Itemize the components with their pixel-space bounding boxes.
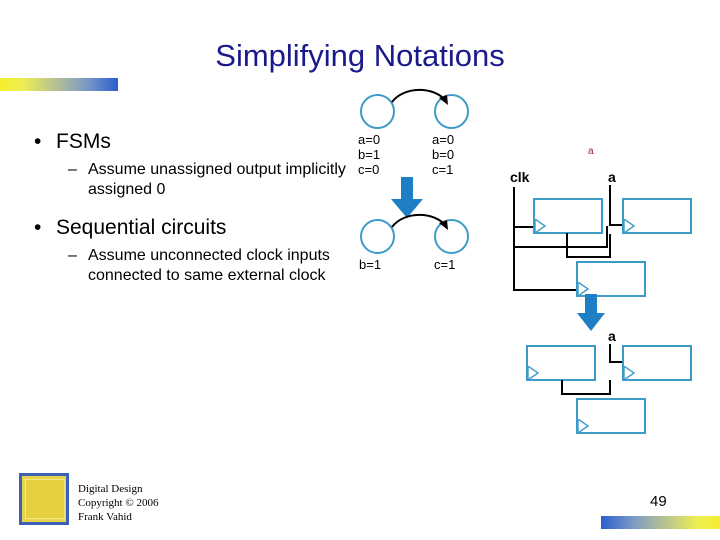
- footer-line-copyright: Copyright © 2006: [78, 497, 159, 509]
- bullet-item-fsms: • FSMs: [22, 128, 352, 155]
- fsm-after-transition-arrow: [391, 213, 448, 230]
- clk-branch-wire-2: [513, 246, 608, 248]
- fsm-before-state-right: [434, 94, 469, 129]
- clk-trunk-wire: [513, 187, 515, 291]
- publisher-logo: [19, 473, 69, 525]
- reg3-input-riser: [609, 380, 611, 395]
- bottom-right-gradient-bar: [601, 516, 720, 529]
- bullet-item-assume-unassigned: – Assume unassigned output implicitly as…: [22, 160, 352, 200]
- fsm-after-state-left: [360, 219, 395, 254]
- clock-triangle-icon: [528, 366, 540, 380]
- clk-riser-wire-2: [606, 226, 608, 248]
- footer-credit: Digital Design Copyright © 2006 Frank Va…: [78, 482, 158, 524]
- bullet-text: Sequential circuits: [56, 216, 227, 239]
- fsm-simplify-arrow-icon: [391, 177, 423, 218]
- circuit-diagram-before: clk a: [505, 145, 720, 297]
- fsm-label-line: b=0: [432, 147, 455, 162]
- reg1-to-reg3-wire: [561, 393, 611, 395]
- clock-triangle-icon: [535, 219, 547, 233]
- input-a-label: a: [608, 328, 616, 344]
- clk-label: clk: [510, 169, 530, 185]
- circuit-simplify-arrow-icon: [577, 294, 605, 331]
- fsm-label-line: c=0: [358, 162, 380, 177]
- bullet-item-assume-unconnected-clock: – Assume unconnected clock inputs connec…: [22, 246, 352, 286]
- fsm-label-line: a=0: [432, 132, 455, 147]
- input-a-stub: [609, 361, 622, 363]
- bullet-marker-icon: •: [34, 130, 42, 153]
- register-3: [576, 398, 646, 434]
- fsm-before-right-labels: a=0 b=0 c=1: [432, 132, 454, 177]
- fsm-after-state-right: [434, 219, 469, 254]
- footer-line-author: Frank Vahid: [78, 511, 132, 523]
- clk-branch-wire-1: [513, 226, 533, 228]
- bullet-text: FSMs: [56, 130, 111, 153]
- logo-square: [25, 479, 65, 519]
- fsm-diagram: a=0 b=1 c=0 a=0 b=0 c=1 b=1 c=1: [352, 88, 502, 282]
- clk-branch-wire-3: [513, 289, 607, 291]
- bullet-marker-icon: •: [34, 216, 42, 239]
- fsm-label-line: c=1: [432, 162, 454, 177]
- footer-line-title: Digital Design: [78, 483, 143, 495]
- fsm-label-line: b=1: [358, 147, 381, 162]
- register-1: [526, 345, 596, 381]
- clock-triangle-icon: [624, 366, 636, 380]
- reg1-output-wire: [561, 380, 563, 394]
- page-number: 49: [650, 493, 667, 510]
- reg1-output-wire: [566, 233, 568, 257]
- fsm-before-transition-arrow: [391, 88, 448, 105]
- bullet-text: Assume unassigned output implicitly assi…: [88, 161, 346, 198]
- top-left-gradient-bar: [0, 78, 118, 91]
- dash-marker-icon: –: [68, 161, 77, 178]
- clock-triangle-icon: [578, 282, 590, 296]
- register-3: [576, 261, 646, 297]
- dash-marker-icon: –: [68, 247, 77, 264]
- input-a-stub: [609, 224, 622, 226]
- register-2: [622, 345, 692, 381]
- red-annotation-a: a: [588, 146, 594, 157]
- page-title: Simplifying Notations: [215, 38, 505, 73]
- reg1-to-reg3-wire: [566, 256, 611, 258]
- circuit-diagram-after: a: [505, 320, 720, 435]
- input-a-label: a: [608, 169, 616, 185]
- input-a-wire: [609, 344, 611, 363]
- register-1: [533, 198, 603, 234]
- register-2: [622, 198, 692, 234]
- fsm-before-state-left: [360, 94, 395, 129]
- fsm-after-right-label: c=1: [434, 257, 456, 272]
- reg3-input-riser: [609, 234, 611, 258]
- fsm-after-left-label: b=1: [359, 257, 382, 272]
- fsm-label-line: a=0: [358, 132, 381, 147]
- bullet-list: • FSMs – Assume unassigned output implic…: [22, 128, 352, 294]
- clock-triangle-icon: [578, 419, 590, 433]
- fsm-before-left-labels: a=0 b=1 c=0: [358, 132, 380, 177]
- input-a-wire: [609, 185, 611, 226]
- bullet-item-sequential-circuits: • Sequential circuits: [22, 214, 352, 241]
- clock-triangle-icon: [624, 219, 636, 233]
- bullet-text: Assume unconnected clock inputs connecte…: [88, 247, 330, 284]
